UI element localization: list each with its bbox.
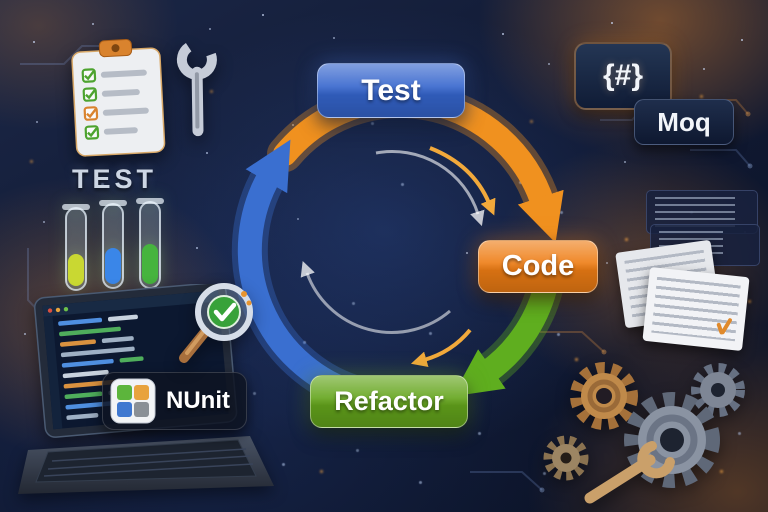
cycle-node-test: Test bbox=[317, 63, 465, 118]
nunit-logo-icon bbox=[110, 378, 156, 424]
wrench-icon bbox=[176, 43, 217, 137]
gear-large bbox=[624, 392, 720, 488]
csharp-braces-badge: {#} bbox=[574, 42, 672, 110]
laptop-base bbox=[18, 436, 274, 494]
arrow-code-to-refactor bbox=[452, 277, 557, 397]
cycle-node-code: Code bbox=[478, 240, 598, 293]
magnifier-check-icon bbox=[179, 283, 253, 363]
test-heading: TEST bbox=[72, 164, 158, 194]
gear-small bbox=[691, 363, 745, 417]
inner-cycle-arrows bbox=[300, 146, 496, 368]
clipboard-checklist-icon bbox=[71, 39, 166, 157]
gear-tiny bbox=[543, 435, 589, 481]
gear-orange bbox=[570, 362, 638, 430]
moq-badge: Moq bbox=[634, 99, 734, 145]
nunit-badge: NUnit bbox=[102, 372, 247, 430]
cycle-node-refactor-label: Refactor bbox=[334, 386, 444, 416]
nunit-label: NUnit bbox=[166, 387, 230, 414]
cycle-node-refactor: Refactor bbox=[310, 375, 468, 428]
test-tubes-icon bbox=[62, 198, 164, 291]
wrench-small-icon bbox=[584, 441, 675, 504]
moq-label: Moq bbox=[657, 106, 711, 137]
csharp-symbol: {#} bbox=[602, 59, 644, 92]
gears-icon bbox=[543, 362, 745, 504]
lambda-mark-icon bbox=[715, 316, 733, 340]
code-paper bbox=[642, 266, 750, 352]
cycle-node-test-label: Test bbox=[361, 73, 421, 107]
cycle-node-code-label: Code bbox=[501, 250, 575, 282]
